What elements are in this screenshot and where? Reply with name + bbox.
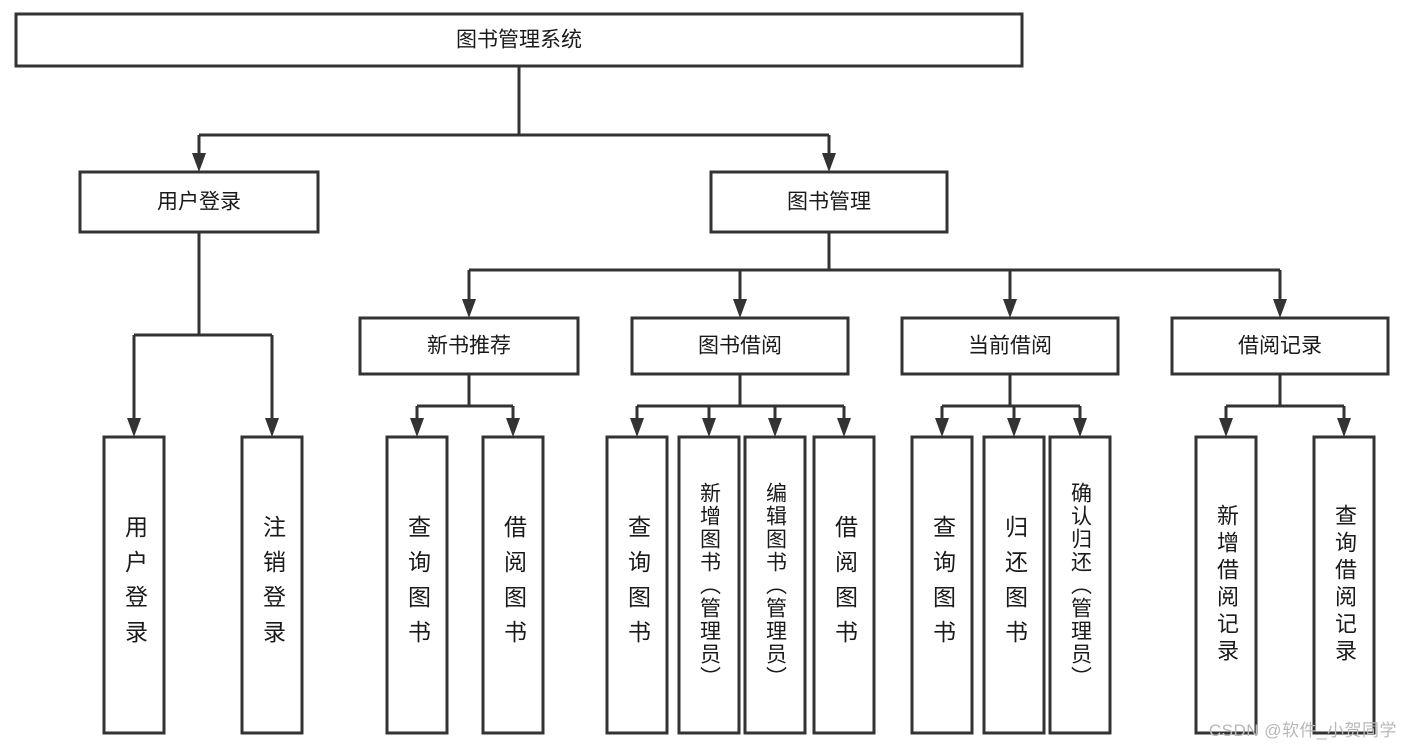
g1-arrow-2 xyxy=(768,418,782,437)
node-root-label: 图书管理系统 xyxy=(456,29,582,52)
leaf-box-4[interactable] xyxy=(605,435,669,735)
watermark-text: CSDN @软件_小贺同学 xyxy=(1208,721,1397,740)
node-level3-box-3[interactable] xyxy=(1170,316,1390,376)
login-arrow-0 xyxy=(127,418,141,437)
leaf-box-8[interactable] xyxy=(910,435,974,735)
root-arrow-0 xyxy=(192,153,206,172)
leaf-box-6[interactable] xyxy=(743,435,807,735)
g2-arrow-2 xyxy=(1073,418,1087,437)
leaf-box-5[interactable] xyxy=(677,435,741,735)
g0-arrow-1 xyxy=(506,418,520,437)
g2-arrow-1 xyxy=(1007,418,1021,437)
leaf-box-2[interactable] xyxy=(385,435,449,735)
g1-arrow-3 xyxy=(837,418,851,437)
books-arrow-0 xyxy=(462,299,476,318)
g0-arrow-0 xyxy=(410,418,424,437)
node-level3-box-1[interactable] xyxy=(630,316,850,376)
books-arrow-3 xyxy=(1273,299,1287,318)
leaf-box-3[interactable] xyxy=(481,435,545,735)
g1-arrow-0 xyxy=(630,418,644,437)
node-level3-box-0[interactable] xyxy=(358,316,580,376)
node-level3-label-3: 借阅记录 xyxy=(1238,335,1322,358)
node-root-box[interactable] xyxy=(14,12,1024,68)
leaf-box-10[interactable] xyxy=(1048,435,1112,735)
connectors-layer xyxy=(127,66,1351,437)
node-level3-label-0: 新书推荐 xyxy=(427,335,511,358)
node-level2-box-0[interactable] xyxy=(78,170,320,234)
leaf-box-9[interactable] xyxy=(982,435,1046,735)
node-level3-box-2[interactable] xyxy=(900,316,1120,376)
leaf-box-0[interactable] xyxy=(102,435,166,735)
books-arrow-2 xyxy=(1003,299,1017,318)
root-arrow-1 xyxy=(822,153,836,172)
node-level3-label-2: 当前借阅 xyxy=(968,335,1052,358)
leaf-box-1[interactable] xyxy=(240,435,304,735)
node-level2-box-1[interactable] xyxy=(709,170,949,234)
node-level3-label-1: 图书借阅 xyxy=(698,335,782,358)
node-level2-label-0: 用户登录 xyxy=(157,191,241,214)
books-arrow-1 xyxy=(733,299,747,318)
g2-arrow-0 xyxy=(935,418,949,437)
login-arrow-1 xyxy=(265,418,279,437)
g3-arrow-1 xyxy=(1337,418,1351,437)
g1-arrow-1 xyxy=(702,418,716,437)
g3-arrow-0 xyxy=(1219,418,1233,437)
boxes-layer xyxy=(14,12,1390,735)
leaf-box-11[interactable] xyxy=(1194,435,1258,735)
leaf-box-12[interactable] xyxy=(1312,435,1376,735)
node-level2-label-1: 图书管理 xyxy=(787,191,871,214)
leaf-box-7[interactable] xyxy=(812,435,876,735)
